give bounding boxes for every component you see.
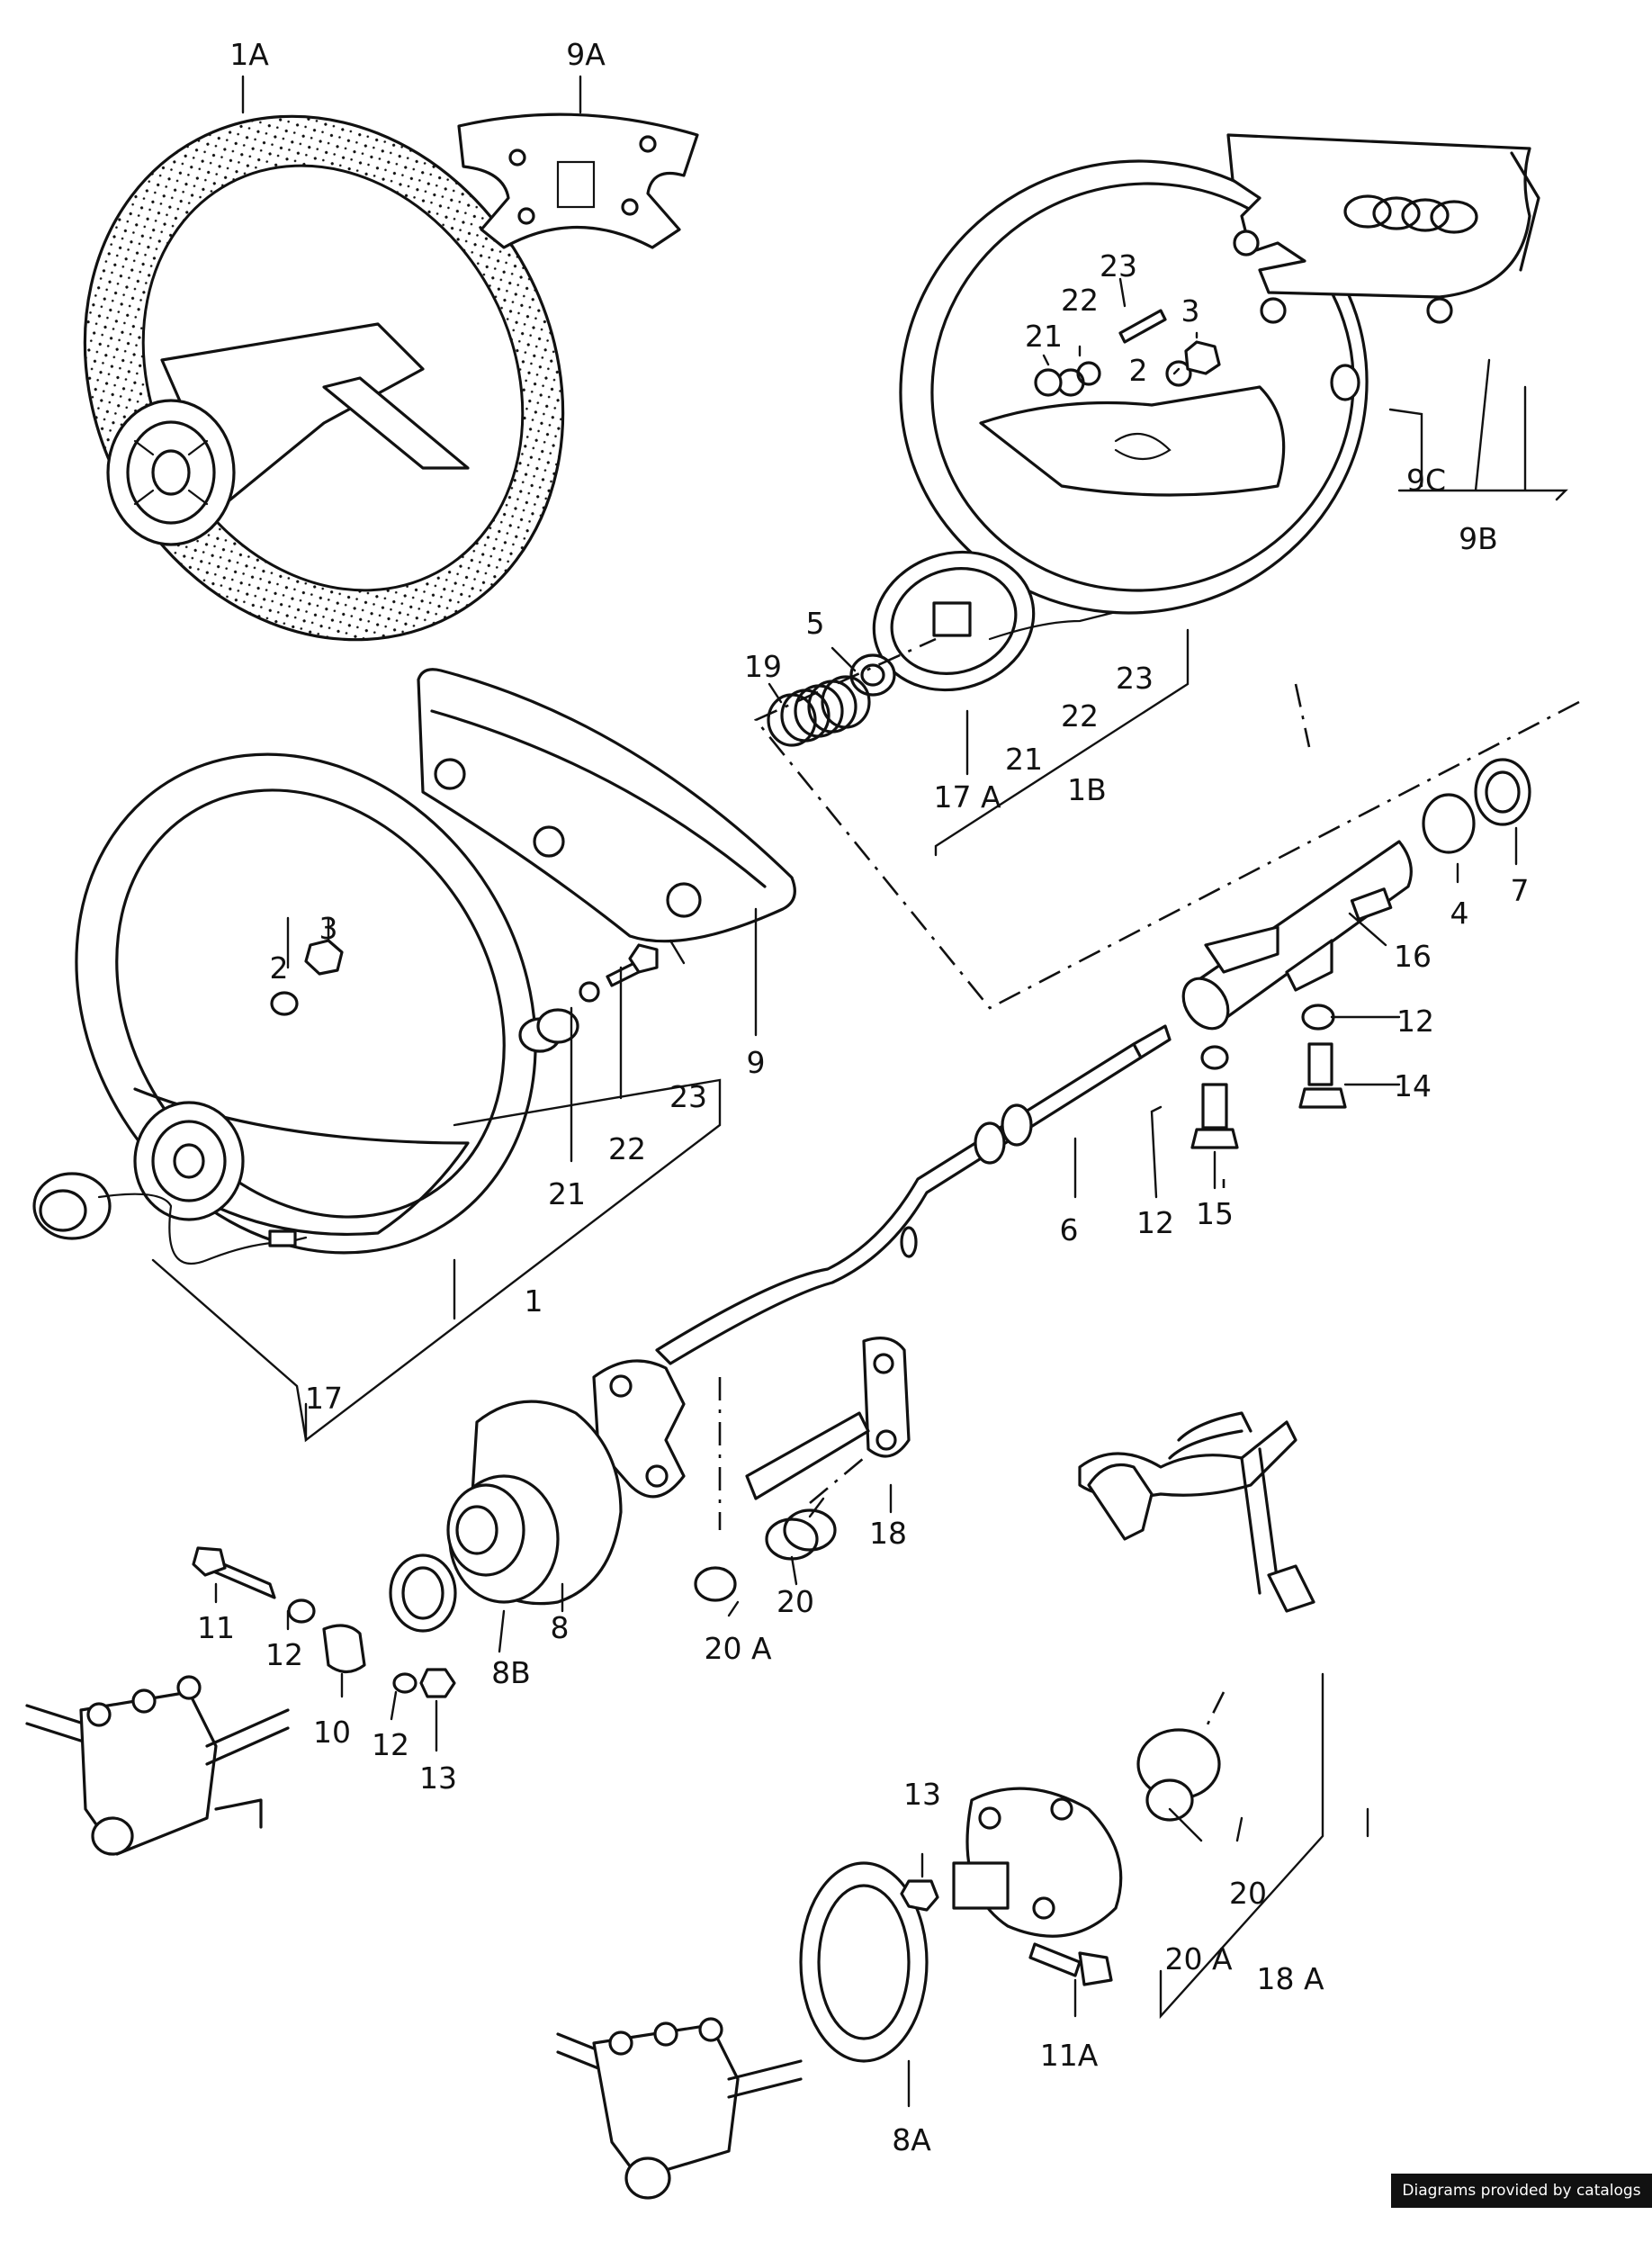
contact-ring-17A-drawing	[849, 550, 1118, 697]
label-14: 14	[1394, 1068, 1432, 1103]
label-8B: 8B	[491, 1655, 531, 1690]
credit-badge: Diagrams provided by catalogs parts	[1391, 2174, 1652, 2234]
label-20A-right: 20 A	[1164, 1941, 1232, 1976]
label-10: 10	[313, 1715, 351, 1750]
label-23-lower: 23	[669, 1079, 707, 1114]
leader-lines	[151, 75, 1568, 2108]
adjuster-18-drawing	[694, 1337, 911, 1602]
label-19: 19	[744, 649, 782, 684]
label-17: 17	[305, 1381, 343, 1416]
label-22-lower: 22	[608, 1131, 646, 1166]
label-1: 1	[525, 1283, 543, 1319]
label-22-top: 22	[1061, 283, 1099, 318]
label-13-left: 13	[419, 1760, 457, 1796]
label-7: 7	[1511, 873, 1530, 908]
label-18A: 18 A	[1256, 1961, 1324, 1996]
label-3-mid: 3	[319, 911, 338, 946]
label-21-mid: 21	[1005, 742, 1043, 777]
horn-contact-17-drawing	[32, 1172, 308, 1265]
clamp-bolt-10-11-drawing	[192, 1546, 456, 1698]
label-12-lower: 12	[372, 1727, 409, 1762]
column-tube-16-drawing	[1181, 758, 1531, 1109]
steering-gear-left-drawing	[25, 1675, 290, 1856]
label-2-top: 2	[1129, 353, 1148, 388]
label-17A: 17 A	[933, 779, 1001, 815]
steering-wheel-1-drawing	[75, 752, 537, 1255]
shaft-end-drawing	[1087, 1411, 1252, 1541]
steering-wheel-1A-drawing	[83, 114, 565, 642]
label-8A: 8A	[892, 2122, 931, 2157]
label-23-top: 23	[1100, 248, 1137, 284]
label-15: 15	[1196, 1196, 1234, 1231]
label-13-right: 13	[903, 1777, 941, 1812]
label-9B: 9B	[1459, 521, 1498, 556]
small-fasteners-mid-drawing	[518, 943, 659, 1053]
label-6: 6	[1060, 1212, 1079, 1247]
label-20-left: 20	[777, 1584, 814, 1619]
label-11A: 11A	[1040, 2038, 1099, 2073]
label-1B: 1B	[1067, 772, 1107, 807]
steering-shaft-6-drawing	[655, 1024, 1239, 1365]
label-23-mid: 23	[1116, 661, 1154, 696]
label-9: 9	[747, 1045, 766, 1080]
label-22-mid: 22	[1061, 698, 1099, 734]
label-11: 11	[197, 1610, 235, 1645]
label-21-lower: 21	[548, 1176, 586, 1211]
steering-gear-right-drawing	[556, 2017, 803, 2200]
flange-8-drawing	[389, 1359, 686, 1633]
label-16: 16	[1394, 939, 1432, 974]
clamp-bolt-11A-13-drawing	[900, 1879, 1113, 1986]
label-12-left: 12	[265, 1637, 303, 1672]
label-9A: 9A	[566, 37, 606, 72]
label-2-mid: 2	[270, 950, 289, 986]
flange-8A-drawing	[799, 1787, 1123, 2063]
label-1A: 1A	[229, 37, 269, 72]
label-20-right: 20	[1229, 1876, 1267, 1911]
part-labels: 1A 9A 9C 9B 23 22 21 3 2 5 19 17 A 21 22…	[197, 37, 1530, 2157]
label-21-top: 21	[1025, 319, 1063, 354]
label-20A-left: 20 A	[704, 1631, 771, 1666]
centerline-dashes	[718, 637, 1580, 1729]
label-12-shaft: 12	[1136, 1205, 1174, 1240]
horn-pad-9A-drawing	[457, 113, 699, 249]
label-8: 8	[551, 1610, 570, 1645]
label-4: 4	[1450, 896, 1469, 931]
label-5: 5	[806, 606, 825, 641]
label-3-top: 3	[1181, 293, 1200, 329]
spring-19-drawing	[767, 675, 871, 747]
small-fasteners-upper-drawing	[1034, 309, 1221, 397]
label-18: 18	[869, 1516, 907, 1551]
horn-pad-9-drawing	[417, 668, 796, 943]
steering-wheel-1B-drawing	[899, 133, 1540, 615]
label-9C: 9C	[1406, 463, 1446, 498]
label-12-upper: 12	[1396, 1004, 1434, 1039]
